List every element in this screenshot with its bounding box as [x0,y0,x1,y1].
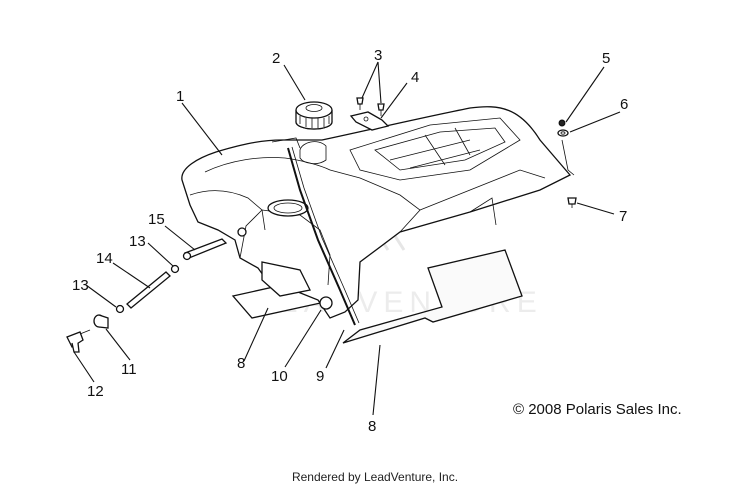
callout-8-right: 8 [368,418,376,435]
callout-7: 7 [619,208,627,225]
footer-credit: Rendered by LeadVenture, Inc. [291,470,459,484]
callout-labels: 1 2 3 4 5 6 7 8 8 9 10 11 12 13 13 14 15 [72,47,628,435]
callout-9: 9 [316,368,324,385]
callout-13-lower: 13 [72,277,89,294]
screws [356,97,385,116]
hose-clamp-lower [115,304,125,314]
callout-10: 10 [271,368,288,385]
fuel-cap [295,101,333,130]
callout-3: 3 [374,47,382,64]
callout-5: 5 [602,50,610,67]
callout-6: 6 [620,96,628,113]
fitting [182,238,228,261]
callout-4: 4 [411,69,419,86]
copyright-notice: © 2008 Polaris Sales Inc. [513,401,682,418]
fuel-hose [126,271,171,309]
hose-clamp-upper [170,264,180,274]
callout-8-left: 8 [237,355,245,372]
callout-12: 12 [87,383,104,400]
fuel-tank [181,106,572,319]
callout-2: 2 [272,50,280,67]
callout-11: 11 [121,361,137,378]
callout-1: 1 [176,88,184,105]
vent-hose [287,146,360,326]
hardware-stack [557,119,577,208]
heat-shield-pad-right [342,249,523,344]
cap-plug [93,314,109,329]
callout-13-upper: 13 [129,233,146,250]
callout-14: 14 [96,250,113,267]
quick-connector [66,329,91,353]
bracket-clip [349,111,390,131]
leader-lines [73,61,621,416]
callout-15: 15 [148,211,165,228]
